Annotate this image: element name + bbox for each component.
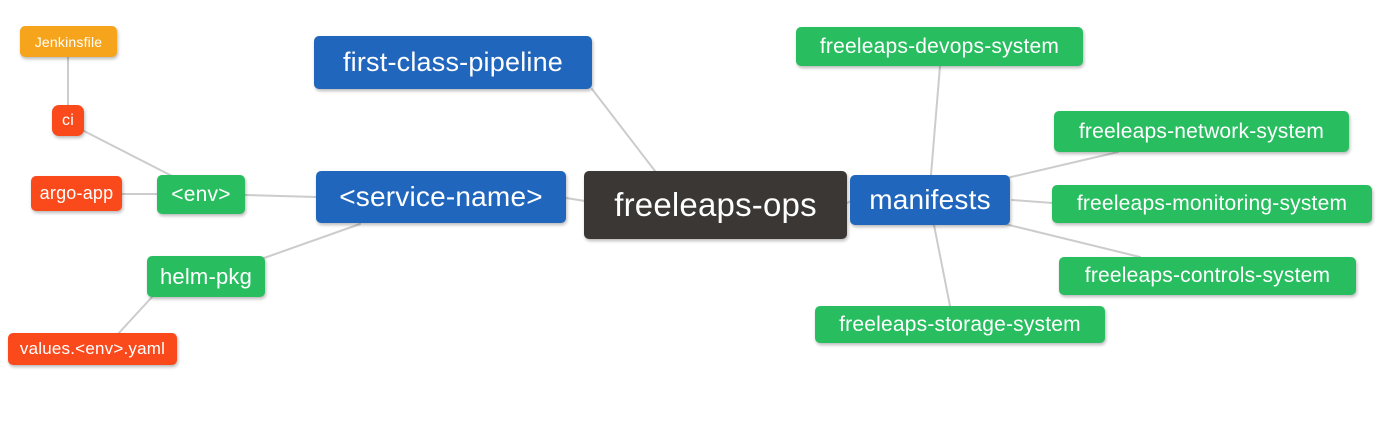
edge-manifests-devops-system — [930, 65, 941, 176]
edge-service-name-helm-pkg — [263, 223, 361, 259]
node-values-env-yaml[interactable]: values.<env>.yaml — [8, 333, 177, 365]
edge-ops-service-name — [565, 197, 586, 202]
node-ci[interactable]: ci — [52, 105, 84, 136]
edge-manifests-monitoring-system — [1011, 199, 1054, 204]
node-freeleaps-monitoring-system[interactable]: freeleaps-monitoring-system — [1052, 185, 1372, 223]
node-jenkinsfile[interactable]: Jenkinsfile — [20, 26, 117, 57]
node-freeleaps-network-system[interactable]: freeleaps-network-system — [1054, 111, 1349, 152]
node-first-class-pipeline[interactable]: first-class-pipeline — [314, 36, 592, 89]
node-env[interactable]: <env> — [157, 175, 245, 214]
edge-ops-first-class-pipeline — [591, 88, 656, 172]
node-freeleaps-ops[interactable]: freeleaps-ops — [584, 171, 847, 239]
node-service-name[interactable]: <service-name> — [316, 171, 566, 223]
edge-manifests-network-system — [1006, 151, 1119, 179]
node-argo-app[interactable]: argo-app — [31, 176, 122, 211]
edge-env-ci — [83, 130, 173, 177]
edge-service-name-env — [244, 194, 317, 198]
node-freeleaps-controls-system[interactable]: freeleaps-controls-system — [1059, 257, 1356, 295]
node-helm-pkg[interactable]: helm-pkg — [147, 256, 265, 297]
edge-helm-pkg-values — [117, 296, 153, 335]
edge-manifests-controls-system — [1004, 223, 1141, 258]
edge-manifests-storage-system — [933, 224, 951, 307]
node-freeleaps-devops-system[interactable]: freeleaps-devops-system — [796, 27, 1083, 66]
node-freeleaps-storage-system[interactable]: freeleaps-storage-system — [815, 306, 1105, 343]
node-manifests[interactable]: manifests — [850, 175, 1010, 225]
